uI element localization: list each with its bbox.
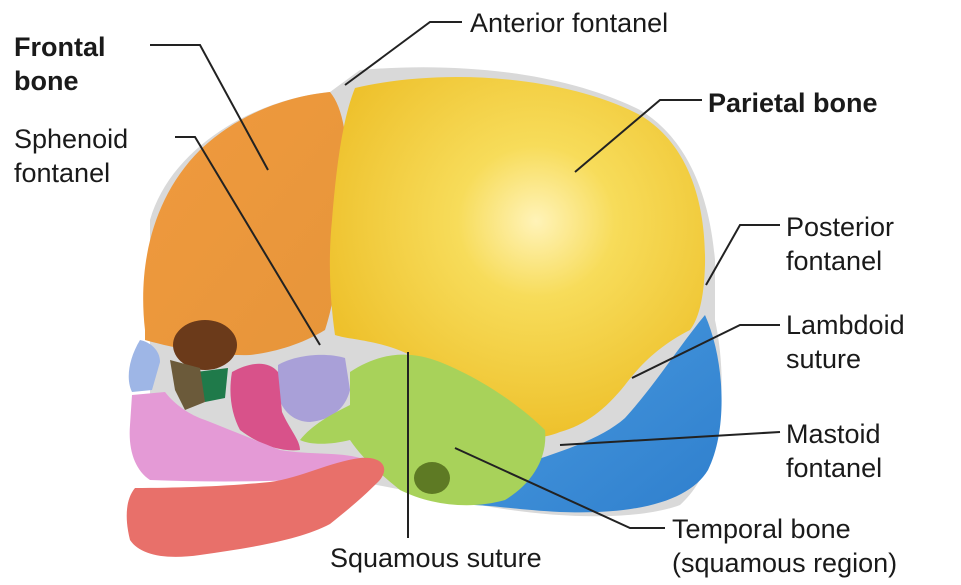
label-parietal-bone: Parietal bone (708, 86, 878, 120)
label-temporal-bone: Temporal bone(squamous region) (672, 512, 897, 580)
frontal-bone (143, 92, 347, 355)
label-anterior-fontanel: Anterior fontanel (470, 6, 668, 40)
ear-canal (414, 462, 450, 494)
leader-posterior-fontanel (706, 225, 780, 285)
label-squamous-suture: Squamous suture (330, 541, 542, 575)
orbit (173, 320, 237, 370)
